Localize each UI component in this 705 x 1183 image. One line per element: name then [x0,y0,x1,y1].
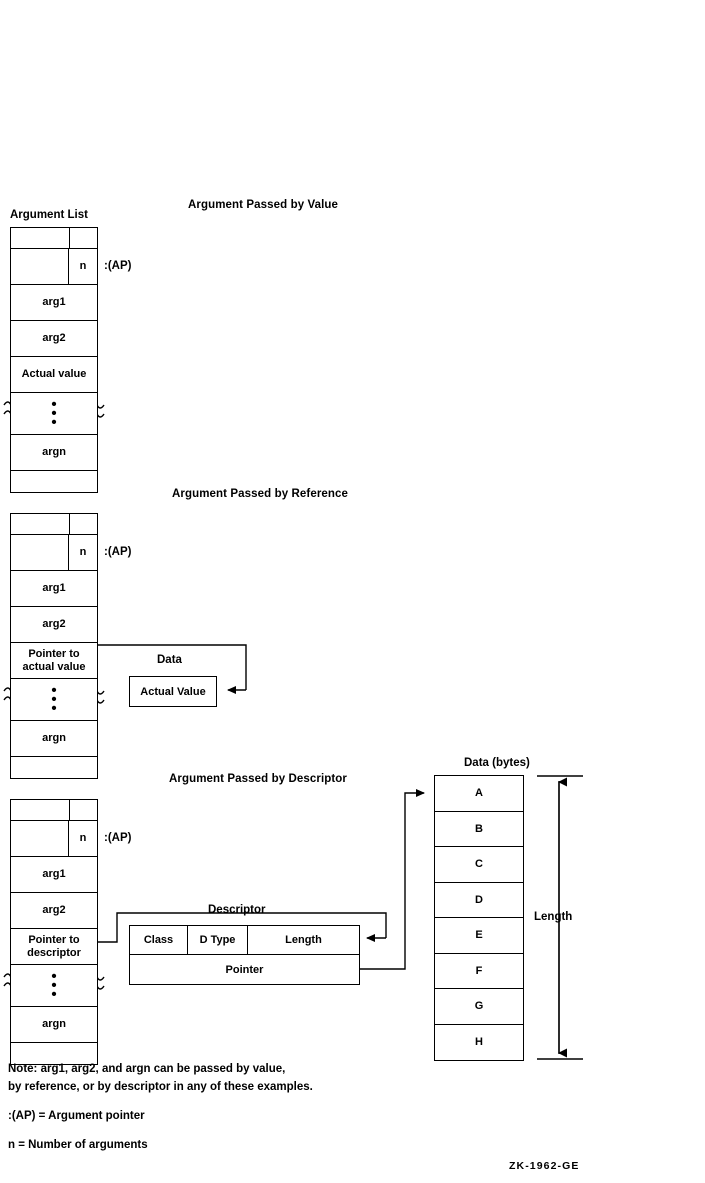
argument-list-reference: n arg1 arg2 Pointer to actual value ••• … [10,513,98,779]
argument-list-caption-1: Argument List [10,209,88,221]
arglist-row-header [11,514,97,535]
data-bytes-column: A B C D E F G H [434,775,524,1061]
ap-label-3: :(AP) [104,832,132,844]
arglist-row-break: ••• [11,965,97,1007]
wire-descriptor-pointer-to-data [360,789,425,970]
arglist-row-pointer-to-descriptor: Pointer to descriptor [11,929,97,965]
descriptor-cell-length: Length [285,934,322,946]
note-n-legend: n = Number of arguments [8,1139,148,1151]
arglist-row-arg2: arg2 [11,321,97,357]
descriptor-cell-class: Class [130,926,188,954]
header-divider [69,800,70,820]
note-ap-legend: :(AP) = Argument pointer [8,1110,145,1122]
arglist-row-arg2: arg2 [11,607,97,643]
arglist-row-arg1: arg1 [11,571,97,607]
data-byte: A [435,776,523,812]
arglist-row-footer [11,757,97,778]
data-box-actual-value: Actual Value [129,676,217,707]
vertical-ellipsis: ••• [51,682,57,717]
argument-list-value: n arg1 arg2 Actual value ••• argn [10,227,98,493]
header-divider [69,228,70,248]
arglist-row-arg1: arg1 [11,857,97,893]
ap-label-2: :(AP) [104,546,132,558]
data-bytes-caption: Data (bytes) [464,757,530,769]
arglist-row-break: ••• [11,679,97,721]
section-title-descriptor: Argument Passed by Descriptor [169,773,348,785]
arglist-row-count: n [11,535,97,571]
descriptor-top-row: Class D Type Length [130,926,359,955]
note-line-2: by reference, or by descriptor in any of… [8,1081,313,1093]
data-byte: C [435,847,523,883]
data-byte: H [475,1036,483,1049]
data-byte: G [435,989,523,1025]
arglist-row-arg2: arg2 [11,893,97,929]
count-cell-n: n [79,832,87,845]
length-dimension-label: Length [534,911,573,923]
data-byte: F [435,954,523,989]
arglist-row-argn: argn [11,1007,97,1043]
arglist-row-arg1: arg1 [11,285,97,321]
descriptor-box: Class D Type Length Pointer [129,925,360,985]
count-cell-empty [11,249,69,284]
count-cell-n: n [79,260,87,273]
count-cell-n: n [79,546,87,559]
ap-label-1: :(AP) [104,260,132,272]
arglist-row-count: n [11,249,97,285]
vertical-ellipsis: ••• [51,396,57,431]
arglist-row-break: ••• [11,393,97,435]
data-byte: D [435,883,523,918]
arglist-row-actual-value: Actual value [11,357,97,393]
vertical-ellipsis: ••• [51,968,57,1003]
arglist-row-argn: argn [11,721,97,757]
descriptor-caption: Descriptor [208,904,266,916]
section-title-value: Argument Passed by Value [188,199,339,211]
arglist-row-footer [11,471,97,492]
data-box-caption: Data [157,654,182,666]
arglist-row-count: n [11,821,97,857]
note-line-1: Note: arg1, arg2, and argn can be passed… [8,1063,286,1075]
count-cell-empty [11,821,69,856]
descriptor-cell-dtype: D Type [188,926,248,954]
header-divider [69,514,70,534]
arglist-row-header [11,800,97,821]
arglist-row-pointer-to-actual-value: Pointer to actual value [11,643,97,679]
count-cell-empty [11,535,69,570]
section-title-reference: Argument Passed by Reference [172,488,349,500]
arglist-row-header [11,228,97,249]
data-byte: B [435,812,523,847]
arglist-row-argn: argn [11,435,97,471]
figure-id: ZK-1962-GE [509,1160,580,1172]
descriptor-cell-pointer: Pointer [225,963,264,976]
argument-list-descriptor: n arg1 arg2 Pointer to descriptor ••• ar… [10,799,98,1065]
data-byte: E [435,918,523,954]
